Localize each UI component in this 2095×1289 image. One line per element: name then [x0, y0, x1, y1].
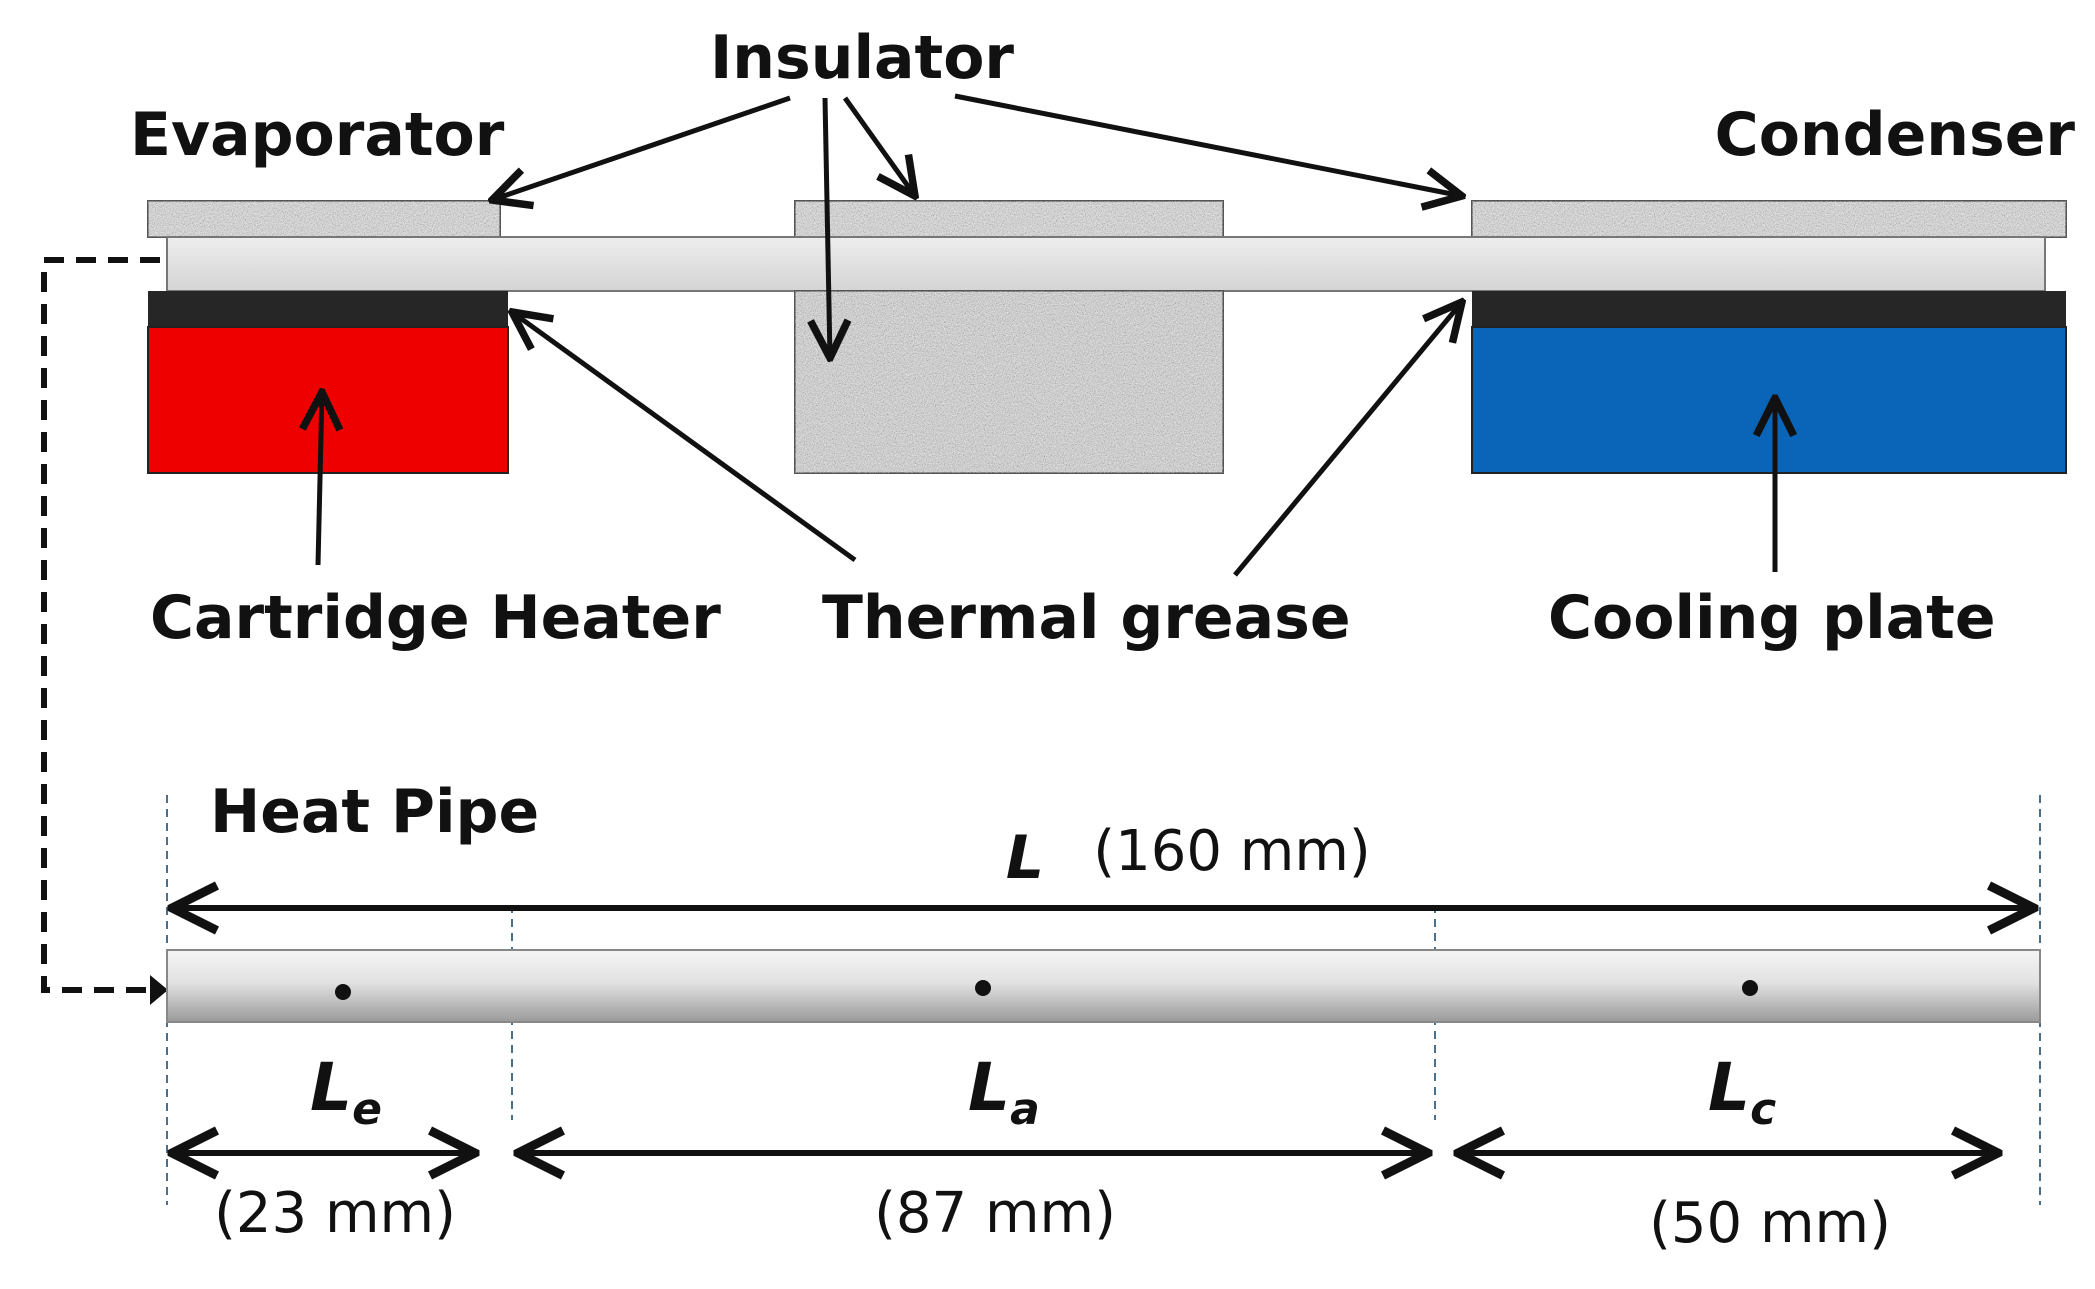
heat-pipe-top [166, 236, 2046, 292]
insulator-top-middle [794, 200, 1224, 238]
dashed-connector [41, 257, 168, 1005]
insulator-arrows [492, 93, 1462, 358]
section-boundaries [166, 795, 2041, 1205]
component-arrows [318, 302, 1775, 577]
insulator-top-left [147, 200, 501, 238]
heat-pipe-bottom [166, 949, 2041, 1023]
insulator-middle-block [794, 290, 1224, 474]
label-la-symbol: La [968, 1049, 1040, 1135]
label-evaporator: Evaporator [130, 100, 505, 170]
label-heat-pipe: Heat Pipe [210, 777, 539, 847]
evaporator-center-dot [335, 984, 351, 1000]
cooling-plate-block [1471, 326, 2067, 474]
label-cartridge-heater: Cartridge Heater [150, 583, 721, 653]
label-total-length-symbol: L [1006, 823, 1044, 893]
label-insulator: Insulator [710, 23, 1014, 93]
label-la-value: (87 mm) [874, 1181, 1116, 1246]
label-total-length-value: (160 mm) [1093, 819, 1370, 884]
insulator-top-right [1471, 200, 2067, 238]
label-thermal-grease: Thermal grease [822, 583, 1351, 653]
label-le-symbol: Le [310, 1049, 382, 1135]
adiabatic-center-dot [975, 980, 991, 996]
label-lc-value: (50 mm) [1649, 1191, 1891, 1256]
label-le-value: (23 mm) [214, 1181, 456, 1246]
condenser-center-dot [1742, 980, 1758, 996]
thermal-grease-condenser [1472, 291, 2066, 327]
thermal-grease-evaporator [148, 291, 508, 327]
label-lc-symbol: Lc [1708, 1049, 1776, 1135]
label-cooling-plate: Cooling plate [1548, 583, 1996, 653]
cartridge-heater-block [147, 326, 509, 474]
label-condenser: Condenser [1715, 100, 2076, 170]
